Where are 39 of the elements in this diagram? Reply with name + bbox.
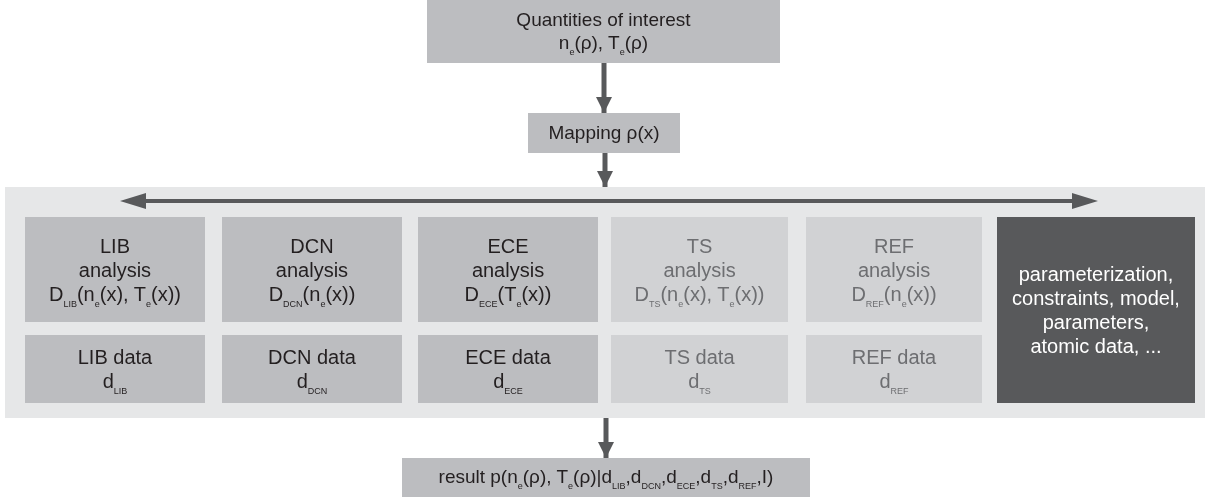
node-text: ECE analysis [471,233,545,282]
node-text: REF data [851,345,937,369]
node-text: D$_{DCN}$(n$_{e}$(x)) [268,281,356,306]
node-text: TS data [664,345,735,369]
info-box [997,217,1195,403]
data-box [25,335,205,403]
node-text: TS analysis [663,233,736,282]
node-text: d$_{DCN}$ [296,369,328,393]
result-box [402,458,810,497]
node-text: LIB data [77,345,153,369]
node-text: d$_{REF}$ [879,369,909,393]
process-box [528,113,680,153]
node-text: ECE data [465,345,551,369]
arrow [598,418,614,458]
node-text: D$_{LIB}$(n$_{e}$(x), T$_{e}$(x)) [48,281,182,306]
node-text: Quantities of interest [516,8,691,32]
group-panel [5,187,1205,418]
node-text: REF analysis [857,233,931,282]
process-box [427,0,780,63]
analysis-box [222,217,402,322]
arrow [596,63,612,113]
node-text: d$_{LIB}$ [102,369,128,393]
node-text: Mapping ρ(x) [548,121,660,145]
data-box [222,335,402,403]
arrow [597,153,613,187]
node-text: D$_{TS}$(n$_{e}$(x), T$_{e}$(x)) [634,281,765,306]
node-text: DCN analysis [275,233,349,282]
node-text: d$_{ECE}$ [493,369,523,393]
node-text: D$_{REF}$(n$_{e}$(x)) [851,281,937,306]
node-text: LIB analysis [78,233,152,282]
node-text: result p(n$_{e}$(ρ), T$_{e}$(ρ)|d$_{LIB}$,d$_{DCN}$,d$_{ECE}$,d$_{TS}$,d$_{REF}$,I) [438,466,774,489]
analysis-box [25,217,205,322]
node-text: d$_{TS}$ [688,369,711,393]
node-text: parameterization, constraints, model, parameters, atomic data, ... [1011,262,1181,358]
data-box [418,335,598,403]
node-text: D$_{ECE}$(T$_{e}$(x)) [464,281,552,306]
analysis-box [418,217,598,322]
node-text: DCN data [268,345,356,369]
node-text: n$_{e}$(ρ), T$_{e}$(ρ) [558,31,649,55]
